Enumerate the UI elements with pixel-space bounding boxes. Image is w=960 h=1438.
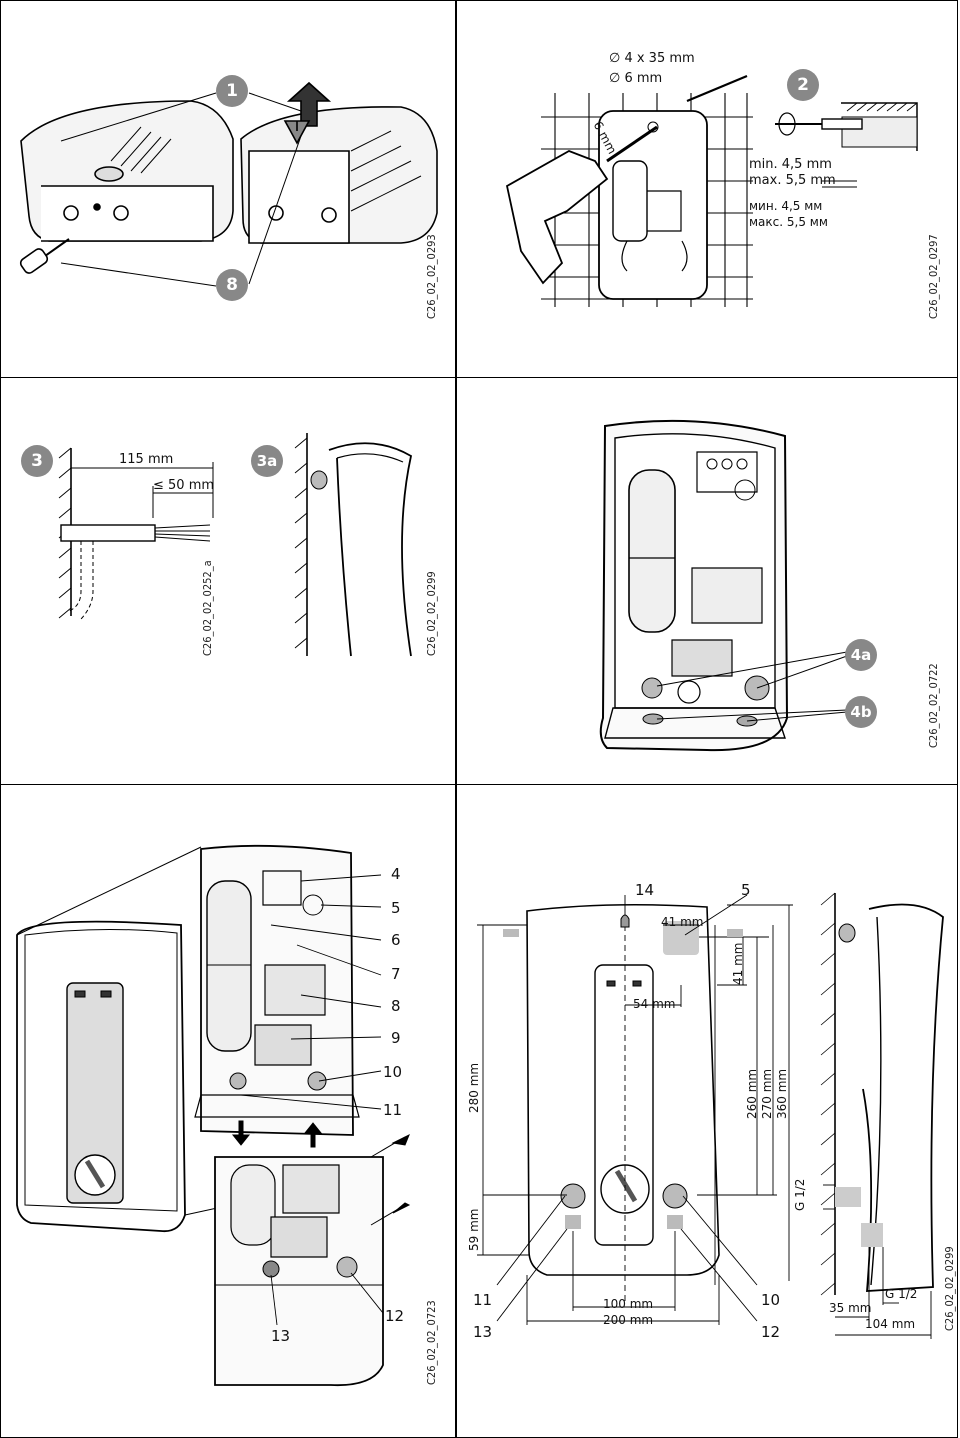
knockouts-drawing [599, 419, 848, 752]
label-14: 14 [635, 881, 655, 899]
wall-drilling-drawing [505, 74, 918, 307]
figure-ref-3: C26_02_02_0252_a [201, 560, 214, 656]
label-10: 10 [761, 1291, 781, 1309]
callout-2: 2 [787, 69, 819, 101]
figure-ref: C26_02_02_0293 [425, 234, 438, 319]
label-5: 5 [741, 881, 751, 899]
figure-ref-3a: C26_02_02_0299 [425, 571, 438, 656]
figure-ref: C26_02_02_0723 [425, 1300, 438, 1385]
label-11: 11 [473, 1291, 493, 1309]
figure-ref: C26_02_02_0299 [943, 1246, 956, 1331]
dim-50-label: ≤ 50 mm [153, 478, 215, 493]
max-latin-label: max. 5,5 mm [749, 173, 836, 188]
callout-8: 8 [216, 269, 248, 301]
label-11: 11 [383, 1101, 403, 1119]
min-latin-label: min. 4,5 mm [749, 157, 832, 172]
panel-wall-drilling: 2 ∅ 4 x 35 mm ∅ 6 mm 6 mm min. 4,5 mm ma… [456, 0, 958, 378]
callout-3a: 3a [251, 445, 283, 477]
panel-knockouts: 4a 4b C26_02_02_0722 [456, 377, 958, 785]
panel-dimensions: 14 5 41 mm 41 mm 54 mm 280 mm 260 mm 270… [456, 784, 958, 1438]
label-5: 5 [391, 899, 401, 917]
dim-360: 360 mm [775, 1068, 789, 1119]
figure-ref: C26_02_02_0297 [927, 234, 940, 319]
dim-200: 200 mm [603, 1313, 654, 1327]
label-7: 7 [391, 965, 401, 983]
drill-size-label: ∅ 6 mm [609, 71, 663, 86]
label-12: 12 [385, 1307, 405, 1325]
dim-115-label: 115 mm [119, 452, 174, 467]
label-13: 13 [271, 1327, 291, 1345]
panel-components: 4 5 6 7 8 9 10 11 12 13 C26_02_02_0723 [0, 784, 456, 1438]
dim-59: 59 mm [467, 1208, 481, 1251]
dim-35: 35 mm [829, 1301, 872, 1315]
label-12: 12 [761, 1323, 781, 1341]
panel-cable-length: 3 115 mm ≤ 50 mm C26_02_02_0252_a 3a C26… [0, 377, 456, 785]
components-drawing [16, 844, 411, 1387]
dimensions-drawing [477, 892, 944, 1339]
callout-4b: 4b [845, 696, 877, 728]
callout-4a: 4a [845, 639, 877, 671]
label-8: 8 [391, 997, 401, 1015]
min-cyrillic-label: мин. 4,5 мм [749, 199, 823, 213]
dim-g12-lower: G 1/2 [885, 1287, 918, 1301]
callout-1: 1 [216, 75, 248, 107]
callout-3: 3 [21, 445, 53, 477]
label-10: 10 [383, 1063, 403, 1081]
max-cyrillic-label: макс. 5,5 мм [749, 215, 828, 229]
label-13: 13 [473, 1323, 493, 1341]
dim-54: 54 mm [633, 997, 676, 1011]
label-9: 9 [391, 1029, 401, 1047]
dim-270: 270 mm [760, 1068, 774, 1119]
dim-100: 100 mm [603, 1297, 654, 1311]
dim-260: 260 mm [745, 1068, 759, 1119]
panel-cover-removal: 1 8 C26_02_02_0293 [0, 0, 456, 378]
dim-280: 280 mm [467, 1062, 481, 1113]
figure-ref: C26_02_02_0722 [927, 663, 940, 748]
dim-g12-upper: G 1/2 [793, 1178, 807, 1211]
dim-41-horizontal: 41 mm [661, 915, 704, 929]
label-6: 6 [391, 931, 401, 949]
cover-removal-drawing [19, 81, 438, 287]
dim-41-vertical: 41 mm [731, 942, 745, 985]
label-4: 4 [391, 865, 401, 883]
screw-size-label: ∅ 4 x 35 mm [609, 51, 695, 66]
cable-length-drawing [58, 433, 413, 657]
dim-104: 104 mm [865, 1317, 916, 1331]
